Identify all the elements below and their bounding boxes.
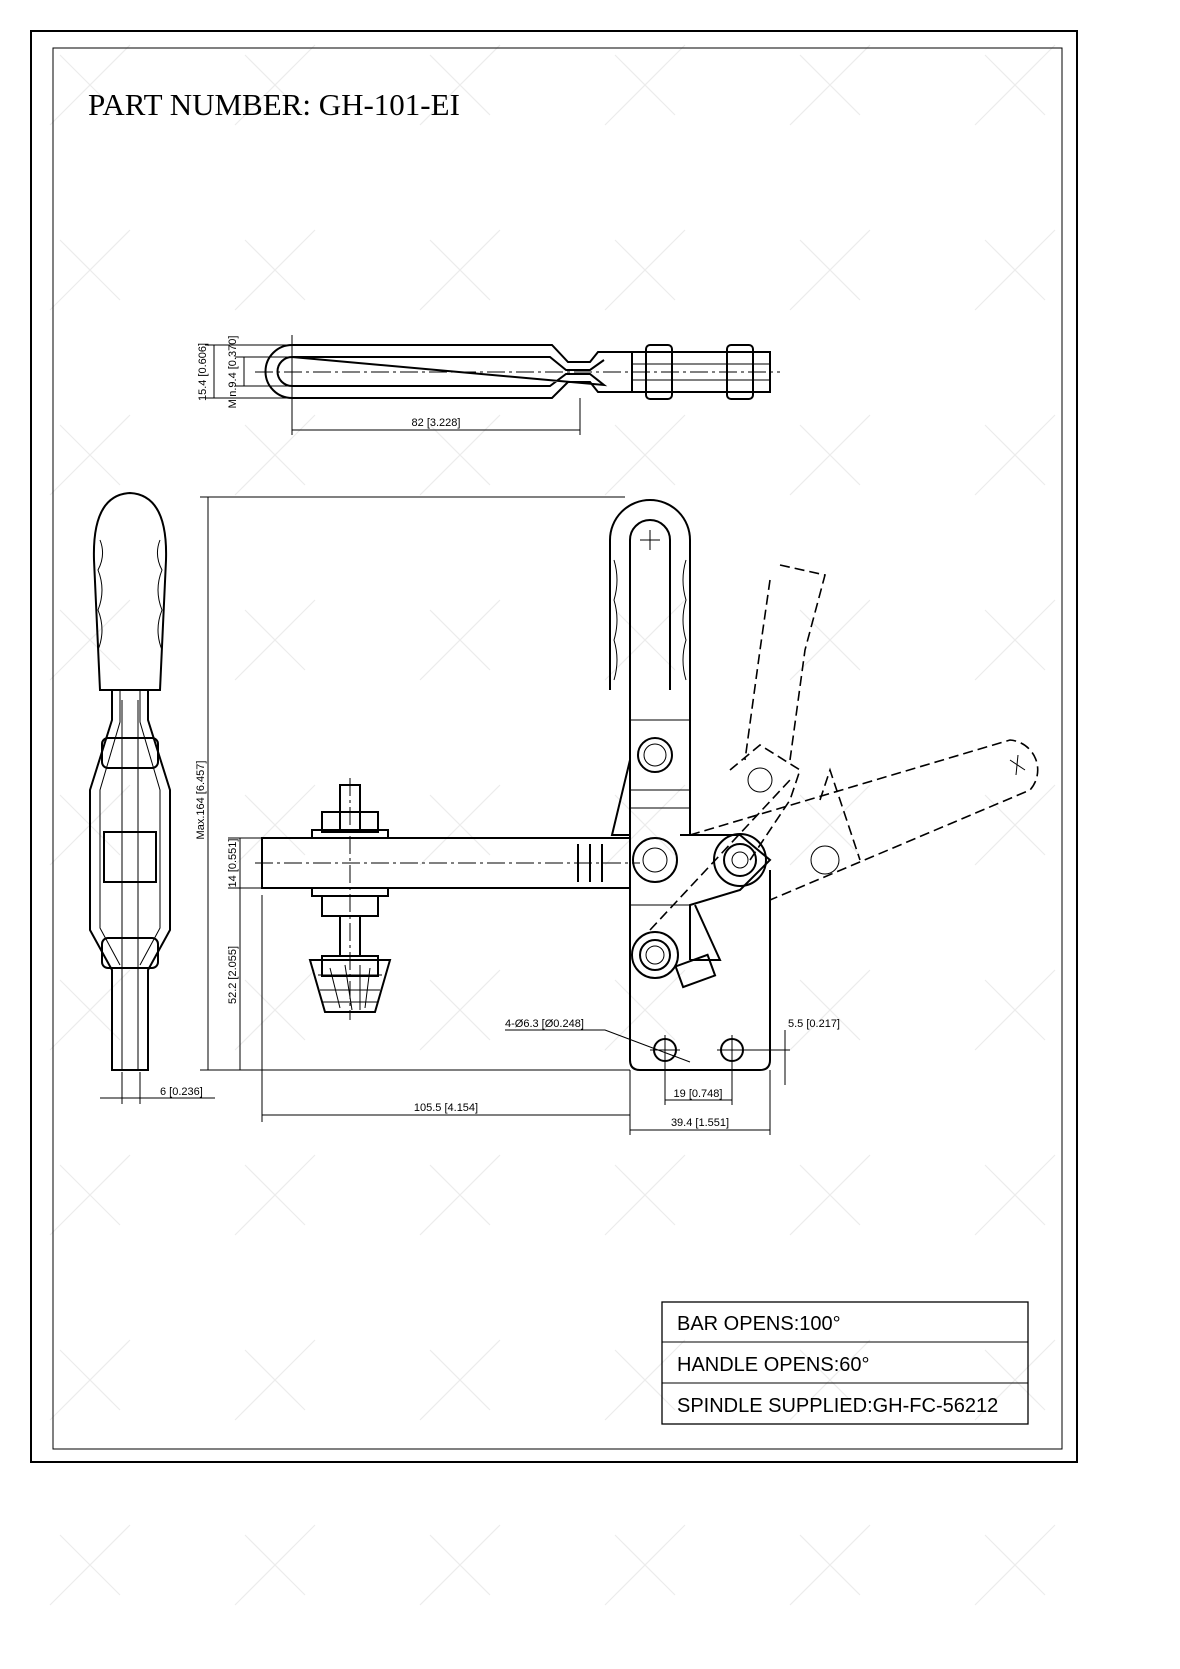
dim-handle-min-width: Min.9.4 [0.370] <box>227 336 239 409</box>
watermark-mark <box>604 44 686 126</box>
watermark-mark <box>974 1154 1056 1236</box>
watermark-mark <box>974 414 1056 496</box>
watermark-mark <box>234 969 316 1051</box>
dim-overall-height: Max.164 [6.457] <box>195 761 207 840</box>
watermark-mark <box>419 44 501 126</box>
watermark-mark <box>974 44 1056 126</box>
watermark-mark <box>789 44 871 126</box>
watermark-mark <box>49 1154 131 1236</box>
watermark-mark <box>604 599 686 681</box>
watermark-mark <box>49 1339 131 1421</box>
watermark-mark <box>419 414 501 496</box>
outer-frame <box>30 30 1078 1463</box>
watermark-mark <box>604 414 686 496</box>
spec-table <box>661 1301 1029 1425</box>
dim-handle-length: 82 [3.228] <box>412 417 461 429</box>
watermark-mark <box>974 784 1056 866</box>
dim-hole-diameter: 4-Ø6.3 [Ø0.248] <box>505 1018 584 1030</box>
dim-handle-width: 15.4 [0.606] <box>197 343 209 401</box>
watermark-mark <box>419 229 501 311</box>
watermark-mark <box>789 969 871 1051</box>
watermark-mark <box>234 1339 316 1421</box>
watermark-mark <box>974 1339 1056 1421</box>
watermark-mark <box>789 414 871 496</box>
handle-top-view <box>205 335 780 435</box>
watermark-mark <box>789 229 871 311</box>
watermark-mark <box>234 1154 316 1236</box>
watermark-mark <box>419 1524 501 1606</box>
watermark-mark <box>604 229 686 311</box>
watermark-mark <box>974 1524 1056 1606</box>
watermark-mark <box>789 784 871 866</box>
watermark-mark <box>419 969 501 1051</box>
dim-bar-thickness: 14 [0.551] <box>227 839 239 888</box>
dim-hole-edge: 5.5 [0.217] <box>788 1018 840 1030</box>
watermark-mark <box>789 1524 871 1606</box>
watermark-mark <box>789 1154 871 1236</box>
part-number-title: PART NUMBER: GH-101-EI <box>88 87 460 122</box>
watermark-mark <box>234 229 316 311</box>
watermark-mark <box>974 969 1056 1051</box>
watermark-mark <box>49 229 131 311</box>
watermark-mark <box>974 229 1056 311</box>
watermark-mark <box>49 599 131 681</box>
dim-front-width: 6 [0.236] <box>160 1086 203 1098</box>
watermark-mark <box>234 44 316 126</box>
watermark-mark <box>49 414 131 496</box>
watermark-mark <box>49 44 131 126</box>
side-dimension-lines <box>200 496 786 1135</box>
watermark-mark <box>234 414 316 496</box>
dim-base-length: 39.4 [1.551] <box>671 1117 729 1129</box>
watermark-mark <box>419 784 501 866</box>
watermark-mark <box>419 599 501 681</box>
watermark-mark <box>604 969 686 1051</box>
watermark-layer <box>49 44 1056 1606</box>
dim-bar-reach: 105.5 [4.154] <box>414 1102 478 1114</box>
watermark-mark <box>604 1154 686 1236</box>
dim-bar-height: 52.2 [2.055] <box>227 946 239 1004</box>
watermark-mark <box>604 1339 686 1421</box>
watermark-mark <box>789 1339 871 1421</box>
watermark-mark <box>974 599 1056 681</box>
clamp-side-view <box>255 499 1039 1071</box>
watermark-mark <box>234 599 316 681</box>
spec-bar-opens: BAR OPENS:100° <box>677 1313 841 1335</box>
watermark-mark <box>604 784 686 866</box>
watermark-mark <box>49 969 131 1051</box>
watermark-mark <box>234 784 316 866</box>
watermark-mark <box>419 1339 501 1421</box>
dim-hole-spacing: 19 [0.748] <box>674 1088 723 1100</box>
watermark-mark <box>49 1524 131 1606</box>
spec-handle-opens: HANDLE OPENS:60° <box>677 1354 870 1376</box>
watermark-mark <box>419 1154 501 1236</box>
inner-frame <box>52 47 1063 1450</box>
watermark-mark <box>234 1524 316 1606</box>
watermark-mark <box>604 1524 686 1606</box>
spec-spindle-supplied: SPINDLE SUPPLIED:GH-FC-56212 <box>677 1395 998 1417</box>
clamp-front-view <box>89 491 215 1104</box>
